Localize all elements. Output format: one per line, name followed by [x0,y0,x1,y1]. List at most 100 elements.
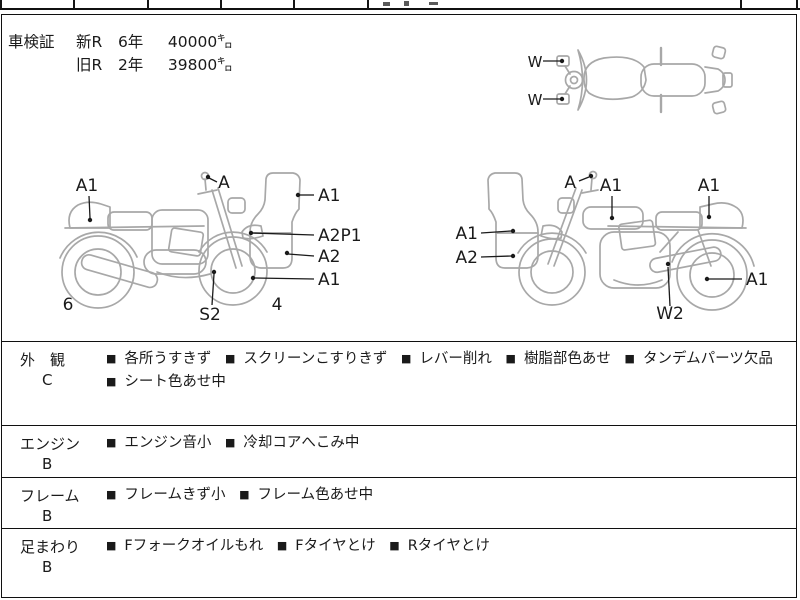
motorcycle-side-art [487,170,755,311]
label-exhaust: W2 [656,261,684,324]
condition-row: フレーム B ■フレームきず小 ■フレーム色あせ中 [2,477,797,528]
top-view-diagram: W W [528,45,733,115]
condition-item-text: Fタイヤとけ [295,538,376,554]
year-value: 6年 [117,33,144,51]
leader-dot [248,230,254,236]
era-value: 新R [76,33,103,51]
table-divider [73,0,75,9]
label-front-wheel: A1 [250,270,340,290]
condition-item-text: レバー削れ [419,351,492,367]
damage-code: A2P1 [318,226,362,246]
condition-item: ■ 各所うすきず [106,351,211,367]
table-divider [367,0,369,9]
era-value: 旧R [76,56,103,74]
damage-code: A1 [456,224,478,244]
registration-line-old: 旧R 2年 39800㌔ [76,53,233,75]
bullet-icon: ■ [225,436,236,449]
label-tank: A1 [600,176,622,221]
damage-code: A [564,173,576,193]
damage-code: A2 [456,248,478,268]
condition-category: 外 観 [20,351,66,369]
leader-dot [559,96,565,102]
leader-dot [588,173,594,179]
bullet-icon: ■ [106,488,117,501]
left-side-diagram: A1 A A1 A2P1 A2 A1 S [59,171,362,325]
leader-dot [284,250,290,256]
label-rear-wheel: A1 [704,270,768,290]
table-divider [0,0,2,9]
label-cowl: A2 [284,247,340,267]
condition-grade: B [42,455,53,473]
label-exhaust: S2 [199,269,221,325]
year-value: 2年 [117,56,144,74]
leader-line [208,177,218,183]
leader-dot [250,275,256,281]
leader-dot [510,253,516,259]
damage-code: S2 [199,305,221,325]
cutoff-text-remnant [404,1,409,6]
bullet-icon: ■ [106,375,117,388]
motorcycle-top-art [556,45,733,115]
leader-dot [704,276,710,282]
leader-dot [205,174,211,180]
label-cowl-lower: A2 [456,248,516,268]
condition-item: ■Fタイヤとけ [277,538,376,554]
bullet-icon: ■ [225,352,236,365]
leader-line [88,195,91,219]
label-mirror: A [564,173,594,193]
leader-line [251,232,315,236]
leader-line [211,273,215,306]
condition-row: エンジン B ■エンジン音小 ■冷却コアへこみ中 [2,425,797,477]
leader-line [480,230,512,234]
condition-item-text: 各所うすきず [124,351,212,367]
label-front-fender: A2P1 [248,226,362,246]
mirror-width-label-bottom: W [528,91,565,109]
table-divider [220,0,222,9]
condition-item: ■ シート色あせ中 [106,374,226,390]
damage-code: A1 [318,186,340,206]
condition-item-text: タンデムパーツ欠品 [642,351,773,367]
bullet-icon: ■ [505,352,516,365]
condition-item: ■タンデムパーツ欠品 [625,351,773,367]
condition-items: ■エンジン音小 ■冷却コアへこみ中 [106,432,784,455]
condition-item: ■エンジン音小 [106,435,211,451]
label-screen: A1 [295,186,340,206]
leader-line [578,176,590,182]
mileage-value: 39800㌔ [167,56,233,74]
bullet-icon: ■ [106,352,117,365]
leader-line [287,253,315,257]
damage-code: W2 [656,304,684,324]
leader-dot [510,228,516,234]
damage-code: A1 [76,176,98,196]
damage-code: A2 [318,247,340,267]
damage-code: A [218,173,230,193]
cutoff-text-remnant [429,2,438,5]
condition-row: 足まわり B ■Fフォークオイルもれ ■Fタイヤとけ ■Rタイヤとけ [2,528,797,596]
condition-item: ■Rタイヤとけ [389,538,490,554]
damage-code: W [528,91,543,109]
table-divider [293,0,295,9]
condition-item-text: シート色あせ中 [124,374,226,390]
condition-category: エンジン [20,435,81,453]
leader-dot [706,214,712,220]
condition-item: ■レバー削れ [401,351,492,367]
condition-items: ■ フレームきず小 ■フレーム色あせ中 [106,484,784,507]
bullet-icon: ■ [106,539,117,552]
condition-item-text: Rタイヤとけ [407,538,490,554]
mirror-width-label-top: W [528,53,565,71]
damage-code: A1 [600,176,622,196]
label-mirror: A [205,173,230,193]
damage-code: A1 [698,176,720,196]
condition-item-text: フレームきず小 [124,487,226,503]
table-divider [147,0,149,9]
condition-item-text: Fフォークオイルもれ [124,538,264,554]
label-tail: A1 [76,176,98,223]
condition-grade: C [42,371,53,389]
label-tail: A1 [698,176,720,220]
condition-item: ■フレーム色あせ中 [239,487,373,503]
cutoff-table-header [0,0,800,10]
bullet-icon: ■ [106,436,117,449]
leader-dot [87,217,93,223]
leader-dot [609,215,615,221]
damage-code: W [528,53,543,71]
